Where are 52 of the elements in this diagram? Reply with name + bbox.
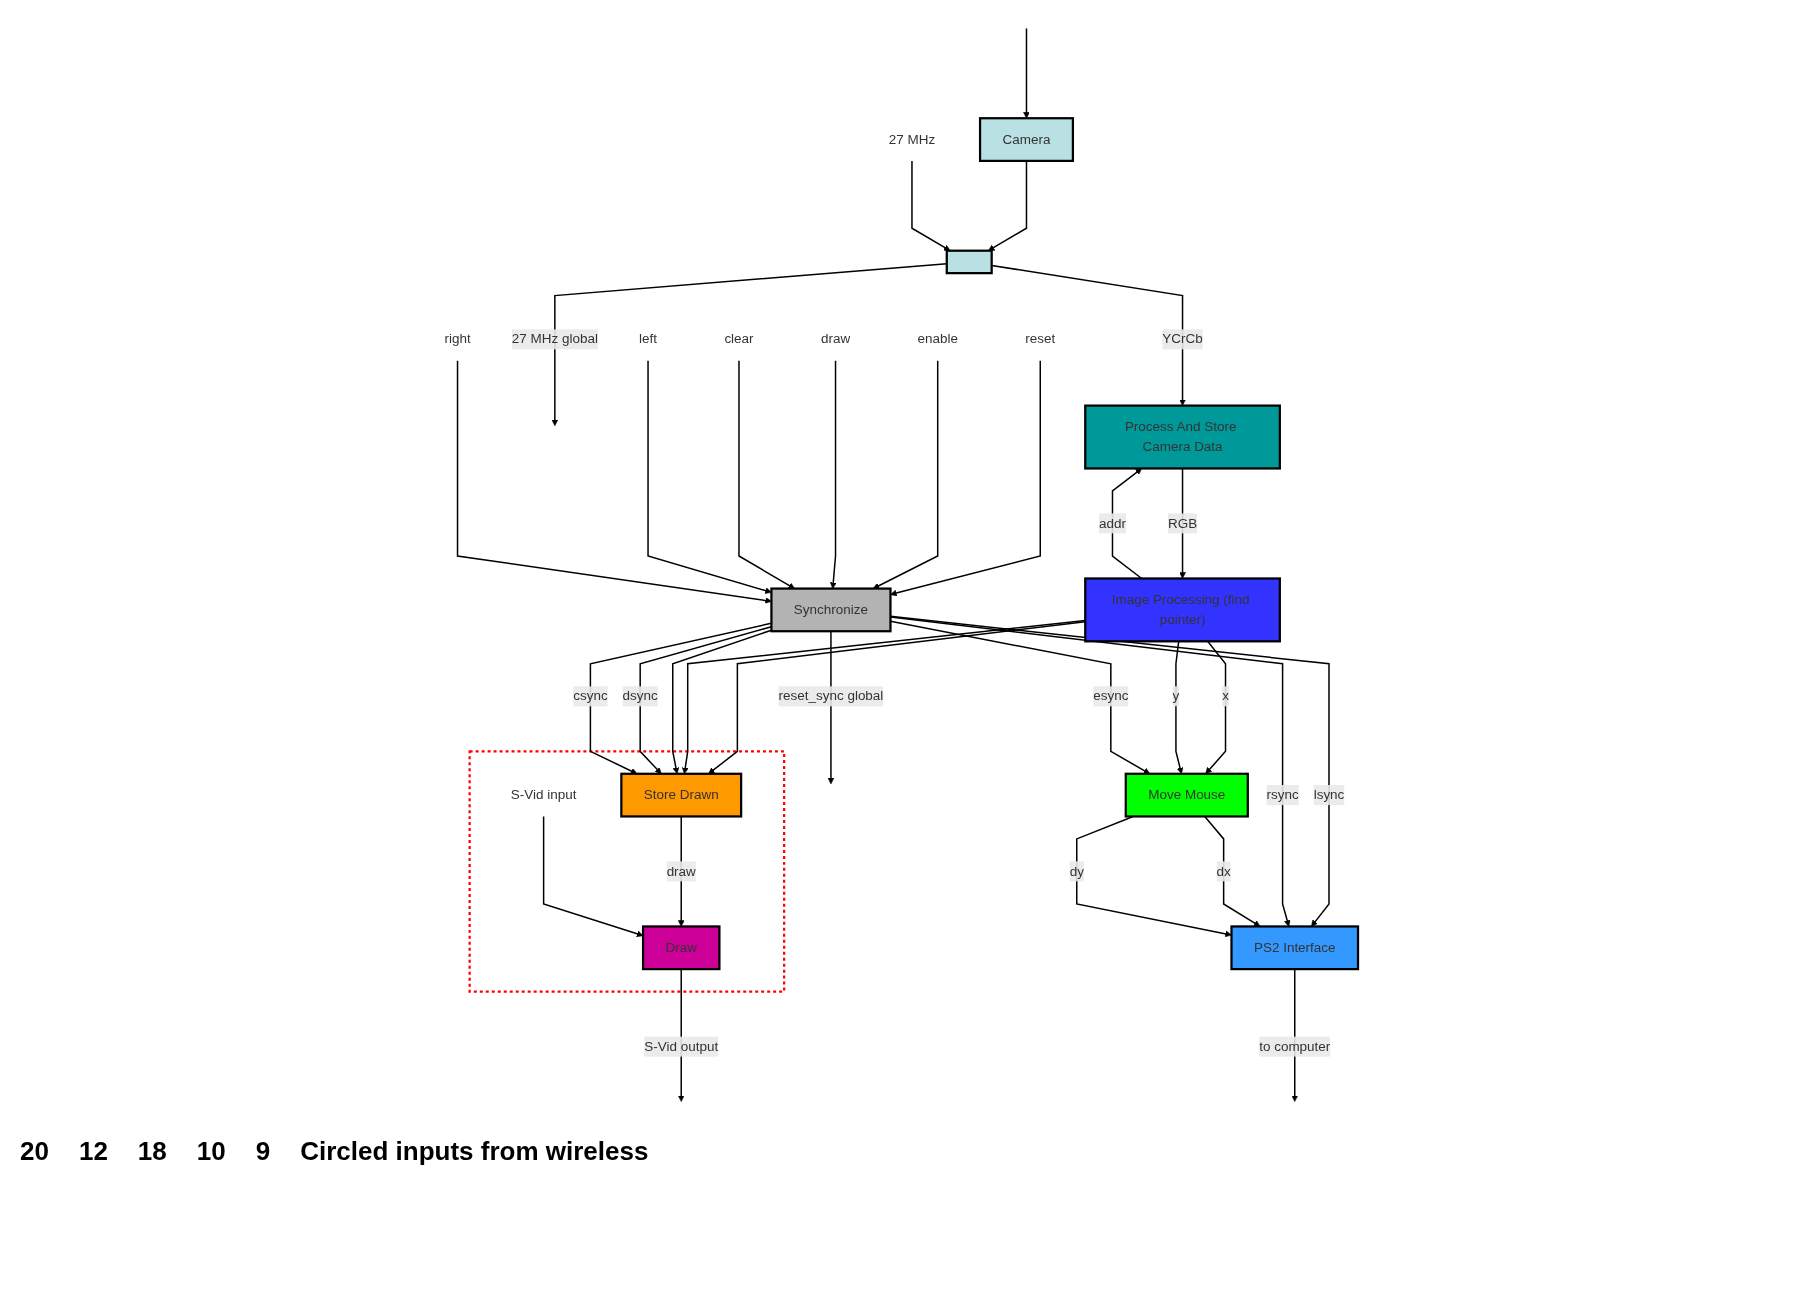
edge-label: csync xyxy=(573,688,608,704)
node-box: Draw xyxy=(641,925,721,971)
note-text: 18 xyxy=(137,1136,167,1167)
arrow xyxy=(1076,815,1232,938)
arrow xyxy=(1023,27,1030,119)
edge-label: 27 MHz global xyxy=(511,331,598,347)
edge-label: dsync xyxy=(622,688,658,704)
node-box: Image Processing (find pointer) xyxy=(1084,577,1281,643)
note-text: 10 xyxy=(196,1136,226,1167)
edge-label: YCrCb xyxy=(1162,331,1203,347)
note-text: 12 xyxy=(78,1136,108,1167)
edge-label: dy xyxy=(1069,863,1084,879)
edge-label: lsync xyxy=(1313,787,1345,803)
edge-label: x xyxy=(1222,688,1229,704)
cluster xyxy=(468,750,786,993)
node-box: Process And Store Camera Data xyxy=(1084,404,1281,470)
edge-label: dx xyxy=(1216,863,1231,879)
arrow xyxy=(456,359,772,604)
node-box: PS2 Interface xyxy=(1230,925,1360,971)
node-text: S-Vid input xyxy=(510,787,577,803)
edge-label: S-Vid output xyxy=(644,1038,719,1054)
node-box: Camera xyxy=(978,117,1074,162)
arrow xyxy=(890,359,1041,597)
arrow xyxy=(738,359,795,589)
node-text: enable xyxy=(917,331,958,347)
edge-label: y xyxy=(1172,688,1180,704)
node-text: reset xyxy=(1025,331,1056,347)
node-box: Store Drawn xyxy=(620,772,743,818)
edge-label: rsync xyxy=(1266,787,1299,803)
arrow xyxy=(988,160,1028,251)
arrow xyxy=(647,359,772,594)
node-box: Synchronize xyxy=(770,587,892,633)
node-text: left xyxy=(639,331,658,347)
node-box: Move Mouse xyxy=(1124,772,1249,818)
arrow xyxy=(830,359,837,589)
note-text: 20 xyxy=(20,1136,49,1167)
arrow xyxy=(911,160,951,251)
edge-label: to computer xyxy=(1259,1038,1331,1054)
edge-label: draw xyxy=(666,863,696,879)
edge-label: reset_sync global xyxy=(778,688,884,704)
edge-label: esync xyxy=(1093,688,1129,704)
edge-label: addr xyxy=(1099,515,1126,531)
node-text: draw xyxy=(820,331,851,347)
node-text: 27 MHz xyxy=(888,131,936,147)
note-text: 9 xyxy=(255,1136,271,1167)
node-text: right xyxy=(444,331,471,347)
edge-label: RGB xyxy=(1167,515,1198,531)
arrow xyxy=(872,359,939,589)
node-text: clear xyxy=(724,331,754,347)
node-box xyxy=(945,249,993,275)
note-text: Circled inputs from wireless xyxy=(300,1136,649,1167)
arrow xyxy=(542,815,644,937)
